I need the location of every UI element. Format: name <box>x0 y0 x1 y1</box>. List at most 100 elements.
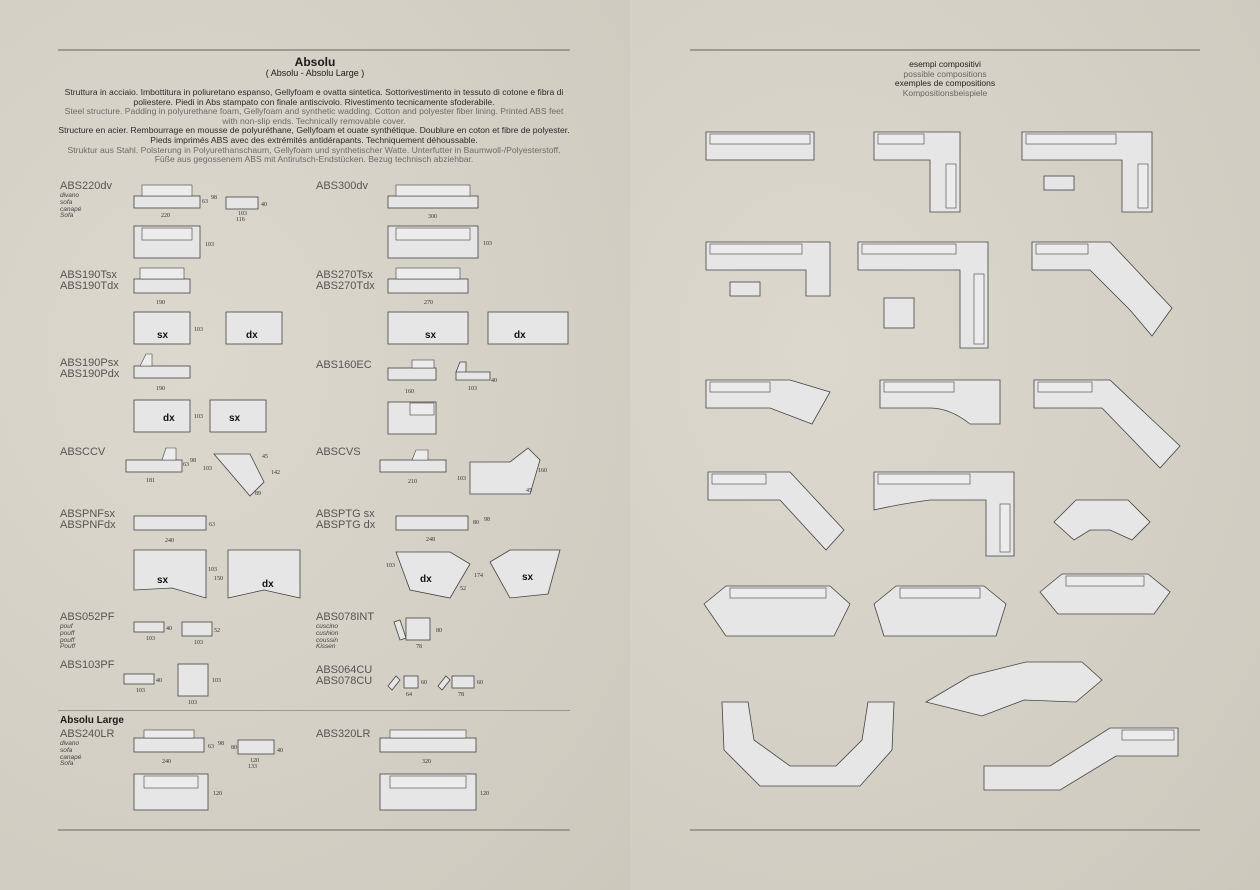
abs078cu-side <box>437 675 451 691</box>
dim-103j: 103 <box>386 563 395 569</box>
label-dx-5: dx <box>420 574 432 585</box>
description-fr: Structure en acier. Rembourrage en mouss… <box>58 125 570 145</box>
top-rule <box>58 49 570 51</box>
dim-40e: 40 <box>277 748 283 754</box>
composition-4 <box>705 241 831 297</box>
code-abs078int: ABS078INT <box>316 611 375 623</box>
abs320lr-top-cushions <box>389 775 467 789</box>
composition-17 <box>721 701 895 787</box>
compositions-heading: esempi compositivi possible compositions… <box>894 59 996 98</box>
bottom-rule-right <box>690 829 1200 831</box>
dim-300: 300 <box>428 214 437 220</box>
dim-103d: 103 <box>194 327 203 333</box>
dim-181: 181 <box>146 478 155 484</box>
dim-210: 210 <box>408 479 417 485</box>
drawing-abs190t: 190 sx 103 dx <box>133 267 283 345</box>
abs190p-arm <box>139 353 153 367</box>
dim-40c: 40 <box>166 626 172 632</box>
abs190t-back <box>139 267 185 280</box>
absccv-arm <box>161 447 177 461</box>
dim-190b: 190 <box>156 386 165 392</box>
dim-80: 80 <box>473 520 479 526</box>
abs190p-dx <box>133 399 191 433</box>
dim-150: 150 <box>214 576 223 582</box>
drawing-abspnf: 63 240 sx 103 150 dx <box>133 515 301 599</box>
dim-120: 120 <box>250 758 259 764</box>
dim-40b: 40 <box>491 378 497 384</box>
label-dx-2: dx <box>514 330 526 341</box>
abs320lr-front <box>379 737 477 753</box>
composition-8 <box>879 379 1001 425</box>
dim-45: 45 <box>262 454 268 460</box>
label-sx: sx <box>157 330 169 341</box>
abs078cu-front <box>451 675 475 689</box>
composition-16 <box>924 661 1103 717</box>
dim-98c: 98 <box>484 517 490 523</box>
abs160ec-top-cushion <box>409 402 435 416</box>
dim-98: 98 <box>211 195 217 201</box>
drawing-abs103pf: 40 103 103 103 <box>123 663 221 706</box>
absccv-top <box>213 453 265 497</box>
page-subtitle: ( Absolu - Absolu Large ) <box>265 68 365 78</box>
composition-15 <box>1039 573 1171 615</box>
abs103pf-top <box>177 663 209 697</box>
label-dx: dx <box>246 330 258 341</box>
abs300dv-top-cushions <box>395 227 471 241</box>
dim-116: 116 <box>236 217 245 223</box>
code-abs240lr: ABS240LR <box>60 728 115 740</box>
dim-98d: 98 <box>218 741 224 747</box>
dim-63d: 63 <box>208 744 214 750</box>
description-it: Struttura in acciaio. Imbottitura in pol… <box>64 87 564 107</box>
abs270t-back <box>395 267 461 280</box>
dim-52: 52 <box>460 586 466 592</box>
dim-60: 60 <box>421 680 427 686</box>
absccv-front <box>125 459 183 473</box>
description-de: Struktur aus Stahl. Polsterung in Polyur… <box>67 144 561 165</box>
dim-40: 40 <box>261 202 267 208</box>
code-abs300dv: ABS300dv <box>316 180 368 192</box>
drawing-abscvs: 210 103 160 45 <box>379 447 547 495</box>
dim-270: 270 <box>424 300 433 306</box>
dim-120b: 120 <box>213 791 222 797</box>
abs220dv-top-cushions <box>141 227 193 241</box>
abs190t-sx <box>133 311 191 345</box>
dim-320: 320 <box>422 759 431 765</box>
composition-12 <box>1053 499 1151 541</box>
composition-7 <box>705 379 831 425</box>
abs052pf-top <box>181 621 213 637</box>
abs300dv-back <box>395 184 471 197</box>
abs270t-sx <box>387 311 469 345</box>
dim-103e: 103 <box>194 414 203 420</box>
dim-80c: 80 <box>231 745 237 751</box>
absptg-dx <box>395 551 471 599</box>
dim-103c: 103 <box>483 241 492 247</box>
abs300dv-front <box>387 195 479 209</box>
abs220dv-side <box>225 196 259 210</box>
drawing-abs320lr: 320 120 <box>379 729 489 811</box>
abs064cu-side <box>387 675 401 691</box>
abs160ec-back <box>411 359 435 369</box>
code-abs320lr: ABS320LR <box>316 728 371 740</box>
composition-14 <box>873 585 1007 637</box>
drawing-abs078int: 80 78 <box>393 617 442 650</box>
abs078int-side <box>393 619 407 641</box>
code-abs103pf: ABS103PF <box>60 659 115 671</box>
dim-40d: 40 <box>156 678 162 684</box>
abscvs-front <box>379 459 447 473</box>
code-abs220dv: ABS220dv <box>60 180 112 192</box>
composition-10 <box>707 471 845 551</box>
top-rule-right <box>690 49 1200 51</box>
drawing-absptg: 248 80 98 dx 103 174 52 sx <box>386 515 561 599</box>
abscvs-top <box>469 447 541 495</box>
abs240lr-front <box>133 737 205 753</box>
abs190p-sx <box>209 399 267 433</box>
composition-9 <box>1033 379 1181 469</box>
label-dx-4: dx <box>262 579 274 590</box>
